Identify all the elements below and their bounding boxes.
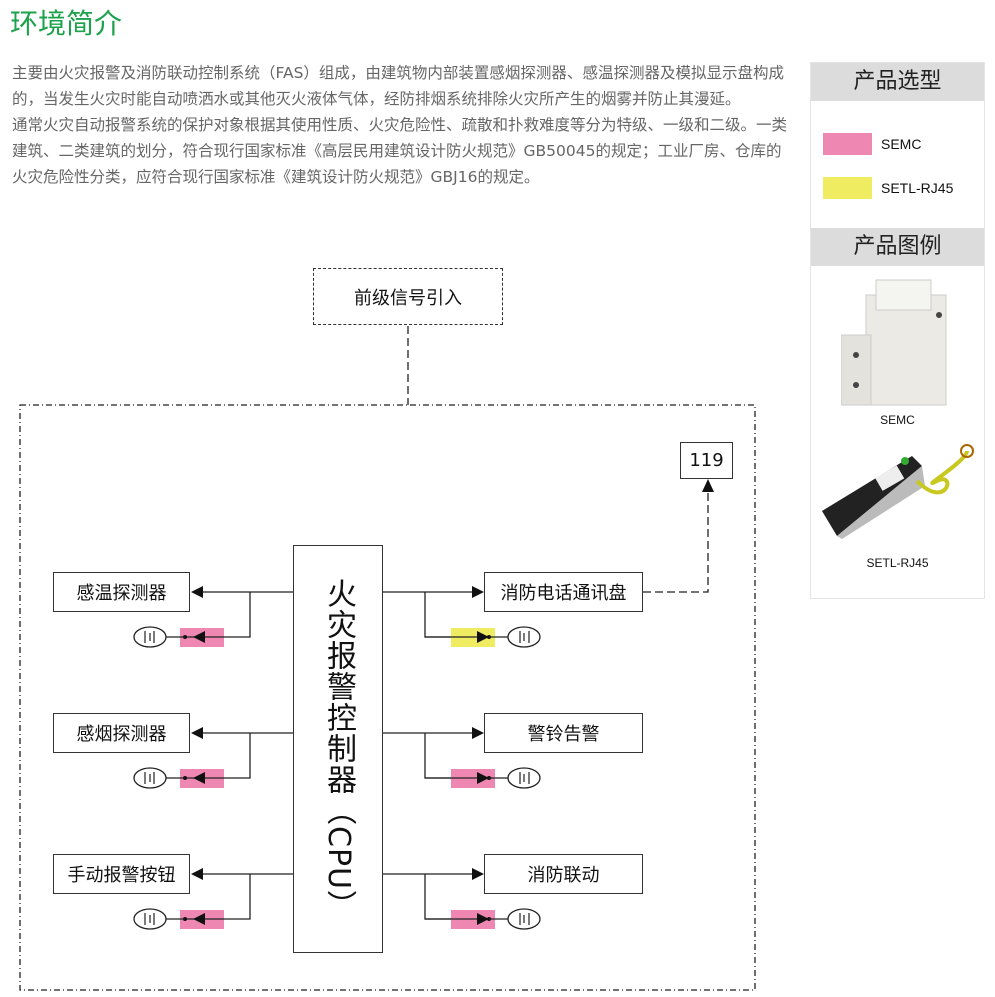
product-selection-header: 产品选型 [811, 63, 984, 101]
arrow-up-icon [702, 479, 714, 492]
arrow-left-icon [191, 727, 203, 739]
legend-setl: SETL-RJ45 [823, 177, 953, 199]
ground-symbol [519, 772, 530, 784]
arrow-right-icon [477, 913, 489, 925]
intro-text: 主要由火灾报警及消防联动控制系统（FAS）组成，由建筑物内部装置感烟探测器、感温… [12, 60, 787, 190]
emergency-119-box: 119 [680, 442, 733, 479]
legend-semc: SEMC [823, 133, 921, 155]
gallery-caption: SEMC [880, 413, 915, 427]
fire-phone-panel-box: 消防电话通讯盘 [484, 572, 643, 612]
pink-swatch [823, 133, 872, 155]
product-sidebar: 产品选型 SEMC SETL-RJ45 产品图例 SEMC SETL-RJ45 [810, 62, 985, 599]
intro-paragraph: 主要由火灾报警及消防联动控制系统（FAS）组成，由建筑物内部装置感烟探测器、感温… [12, 64, 784, 108]
legend-label: SEMC [881, 136, 922, 152]
arrow-right-icon [472, 727, 484, 739]
system-boundary [19, 404, 756, 991]
page-title: 环境简介 [10, 7, 123, 40]
ground-symbol [519, 913, 530, 925]
arrow-left-icon [193, 913, 205, 925]
arrow-left-icon [191, 868, 203, 880]
arrow-right-icon [477, 772, 489, 784]
fire-linkage-box: 消防联动 [484, 854, 643, 894]
arrow-right-icon [472, 868, 484, 880]
setl-rj45-product-image [822, 444, 974, 539]
arrow-left-icon [193, 631, 205, 643]
intro-paragraph: 通常火灾自动报警系统的保护对象根据其使用性质、火灾危险性、疏散和扑救难度等分为特… [12, 116, 788, 186]
smoke-detector-box: 感烟探测器 [53, 713, 190, 753]
gallery-caption: SETL-RJ45 [866, 556, 929, 570]
alarm-bell-box: 警铃告警 [484, 713, 643, 753]
cpu-controller-box: 火灾报警控制器（CPU） [293, 545, 383, 953]
arrow-right-icon [472, 586, 484, 598]
yellow-swatch [823, 177, 872, 199]
semc-product-image [841, 279, 947, 406]
heat-detector-box: 感温探测器 [53, 572, 190, 612]
arrow-left-icon [193, 772, 205, 784]
input-signal-box: 前级信号引入 [313, 268, 503, 325]
ground-symbol [519, 631, 530, 643]
emergency-dashed-line [643, 490, 709, 593]
product-gallery-header: 产品图例 [811, 228, 984, 266]
legend-label: SETL-RJ45 [881, 180, 954, 196]
ground-symbol [144, 631, 155, 643]
arrow-right-icon [477, 631, 489, 643]
diagram-lines [19, 326, 756, 991]
ground-symbol [144, 913, 155, 925]
manual-alarm-button-box: 手动报警按钮 [53, 854, 190, 894]
ground-symbol [144, 772, 155, 784]
arrow-left-icon [191, 586, 203, 598]
